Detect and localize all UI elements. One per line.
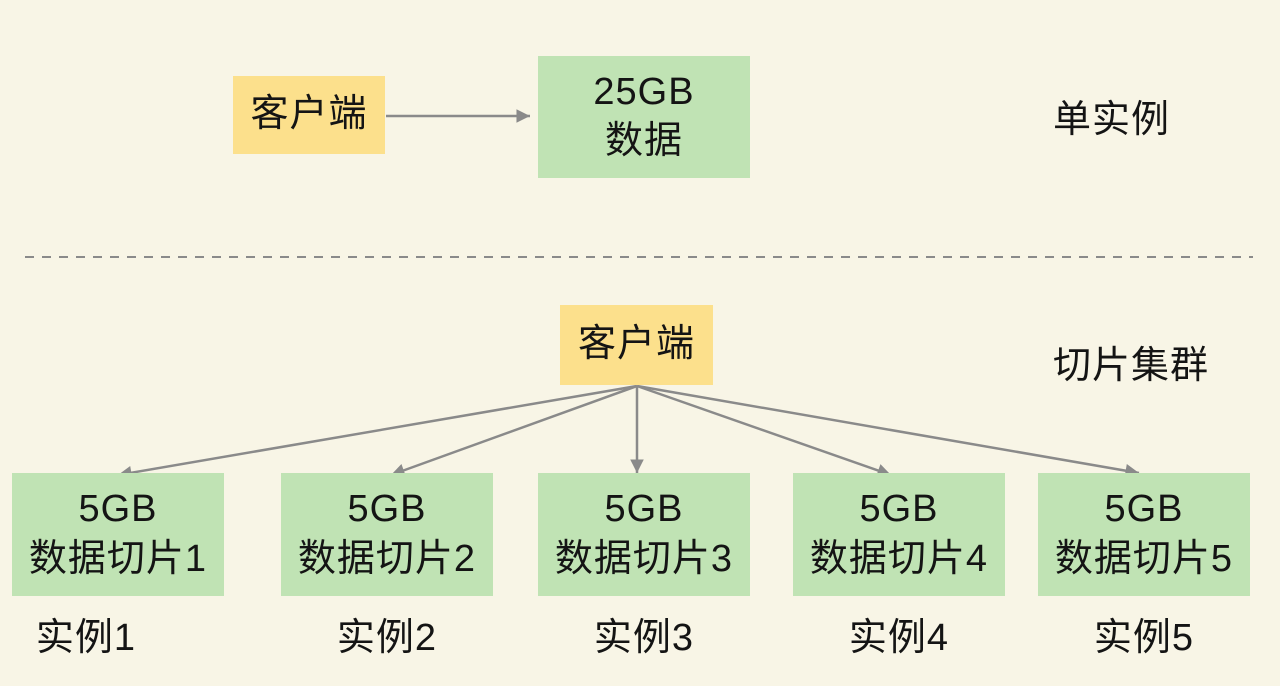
single-section-label: 单实例 — [1053, 99, 1171, 141]
shard-size: 5GB — [604, 488, 684, 531]
shard-name: 数据切片5 — [1054, 537, 1234, 580]
shard-size: 5GB — [859, 488, 939, 531]
instance-label-5: 实例5 — [1093, 617, 1195, 659]
shard-name: 数据切片4 — [809, 537, 989, 580]
shard-box-3: 5GB 数据切片3 — [538, 473, 750, 596]
shard-box-4: 5GB 数据切片4 — [793, 473, 1005, 596]
arrow-client-to-shard-2 — [390, 384, 638, 477]
instance-label-1: 实例1 — [35, 617, 137, 659]
shard-group-1: 5GB 数据切片1 实例1 — [12, 473, 224, 663]
single-data-label: 数据 — [604, 120, 683, 162]
shard-group-4: 5GB 数据切片4 实例4 — [793, 473, 1005, 663]
single-data-size: 25GB — [593, 70, 695, 113]
shard-group-5: 5GB 数据切片5 实例5 — [1038, 473, 1250, 663]
cluster-client-label: 客户端 — [577, 323, 695, 366]
shard-size: 5GB — [78, 488, 158, 531]
shard-name: 数据切片2 — [297, 537, 477, 580]
arrow-client-to-shard-4 — [636, 384, 892, 477]
shard-name: 数据切片3 — [554, 537, 734, 580]
shard-box-1: 5GB 数据切片1 — [12, 473, 224, 596]
instance-label-3: 实例3 — [593, 617, 695, 659]
single-data-box: 25GB 数据 — [538, 56, 750, 178]
cluster-section-label: 切片集群 — [1053, 345, 1210, 387]
shard-box-5: 5GB 数据切片5 — [1038, 473, 1250, 596]
single-client-box: 客户端 — [233, 76, 385, 154]
instance-label-4: 实例4 — [848, 617, 950, 659]
single-client-label: 客户端 — [250, 93, 368, 136]
cluster-client-box: 客户端 — [560, 305, 713, 385]
arrow-client-to-shard-1 — [117, 384, 638, 480]
shard-group-2: 5GB 数据切片2 实例2 — [281, 473, 493, 663]
arrow-client-to-shard-5 — [636, 384, 1140, 478]
shard-size: 5GB — [1104, 488, 1184, 531]
shard-name: 数据切片1 — [28, 537, 208, 580]
shard-group-3: 5GB 数据切片3 实例3 — [538, 473, 750, 663]
shard-size: 5GB — [347, 488, 427, 531]
instance-label-2: 实例2 — [336, 617, 438, 659]
shard-box-2: 5GB 数据切片2 — [281, 473, 493, 596]
